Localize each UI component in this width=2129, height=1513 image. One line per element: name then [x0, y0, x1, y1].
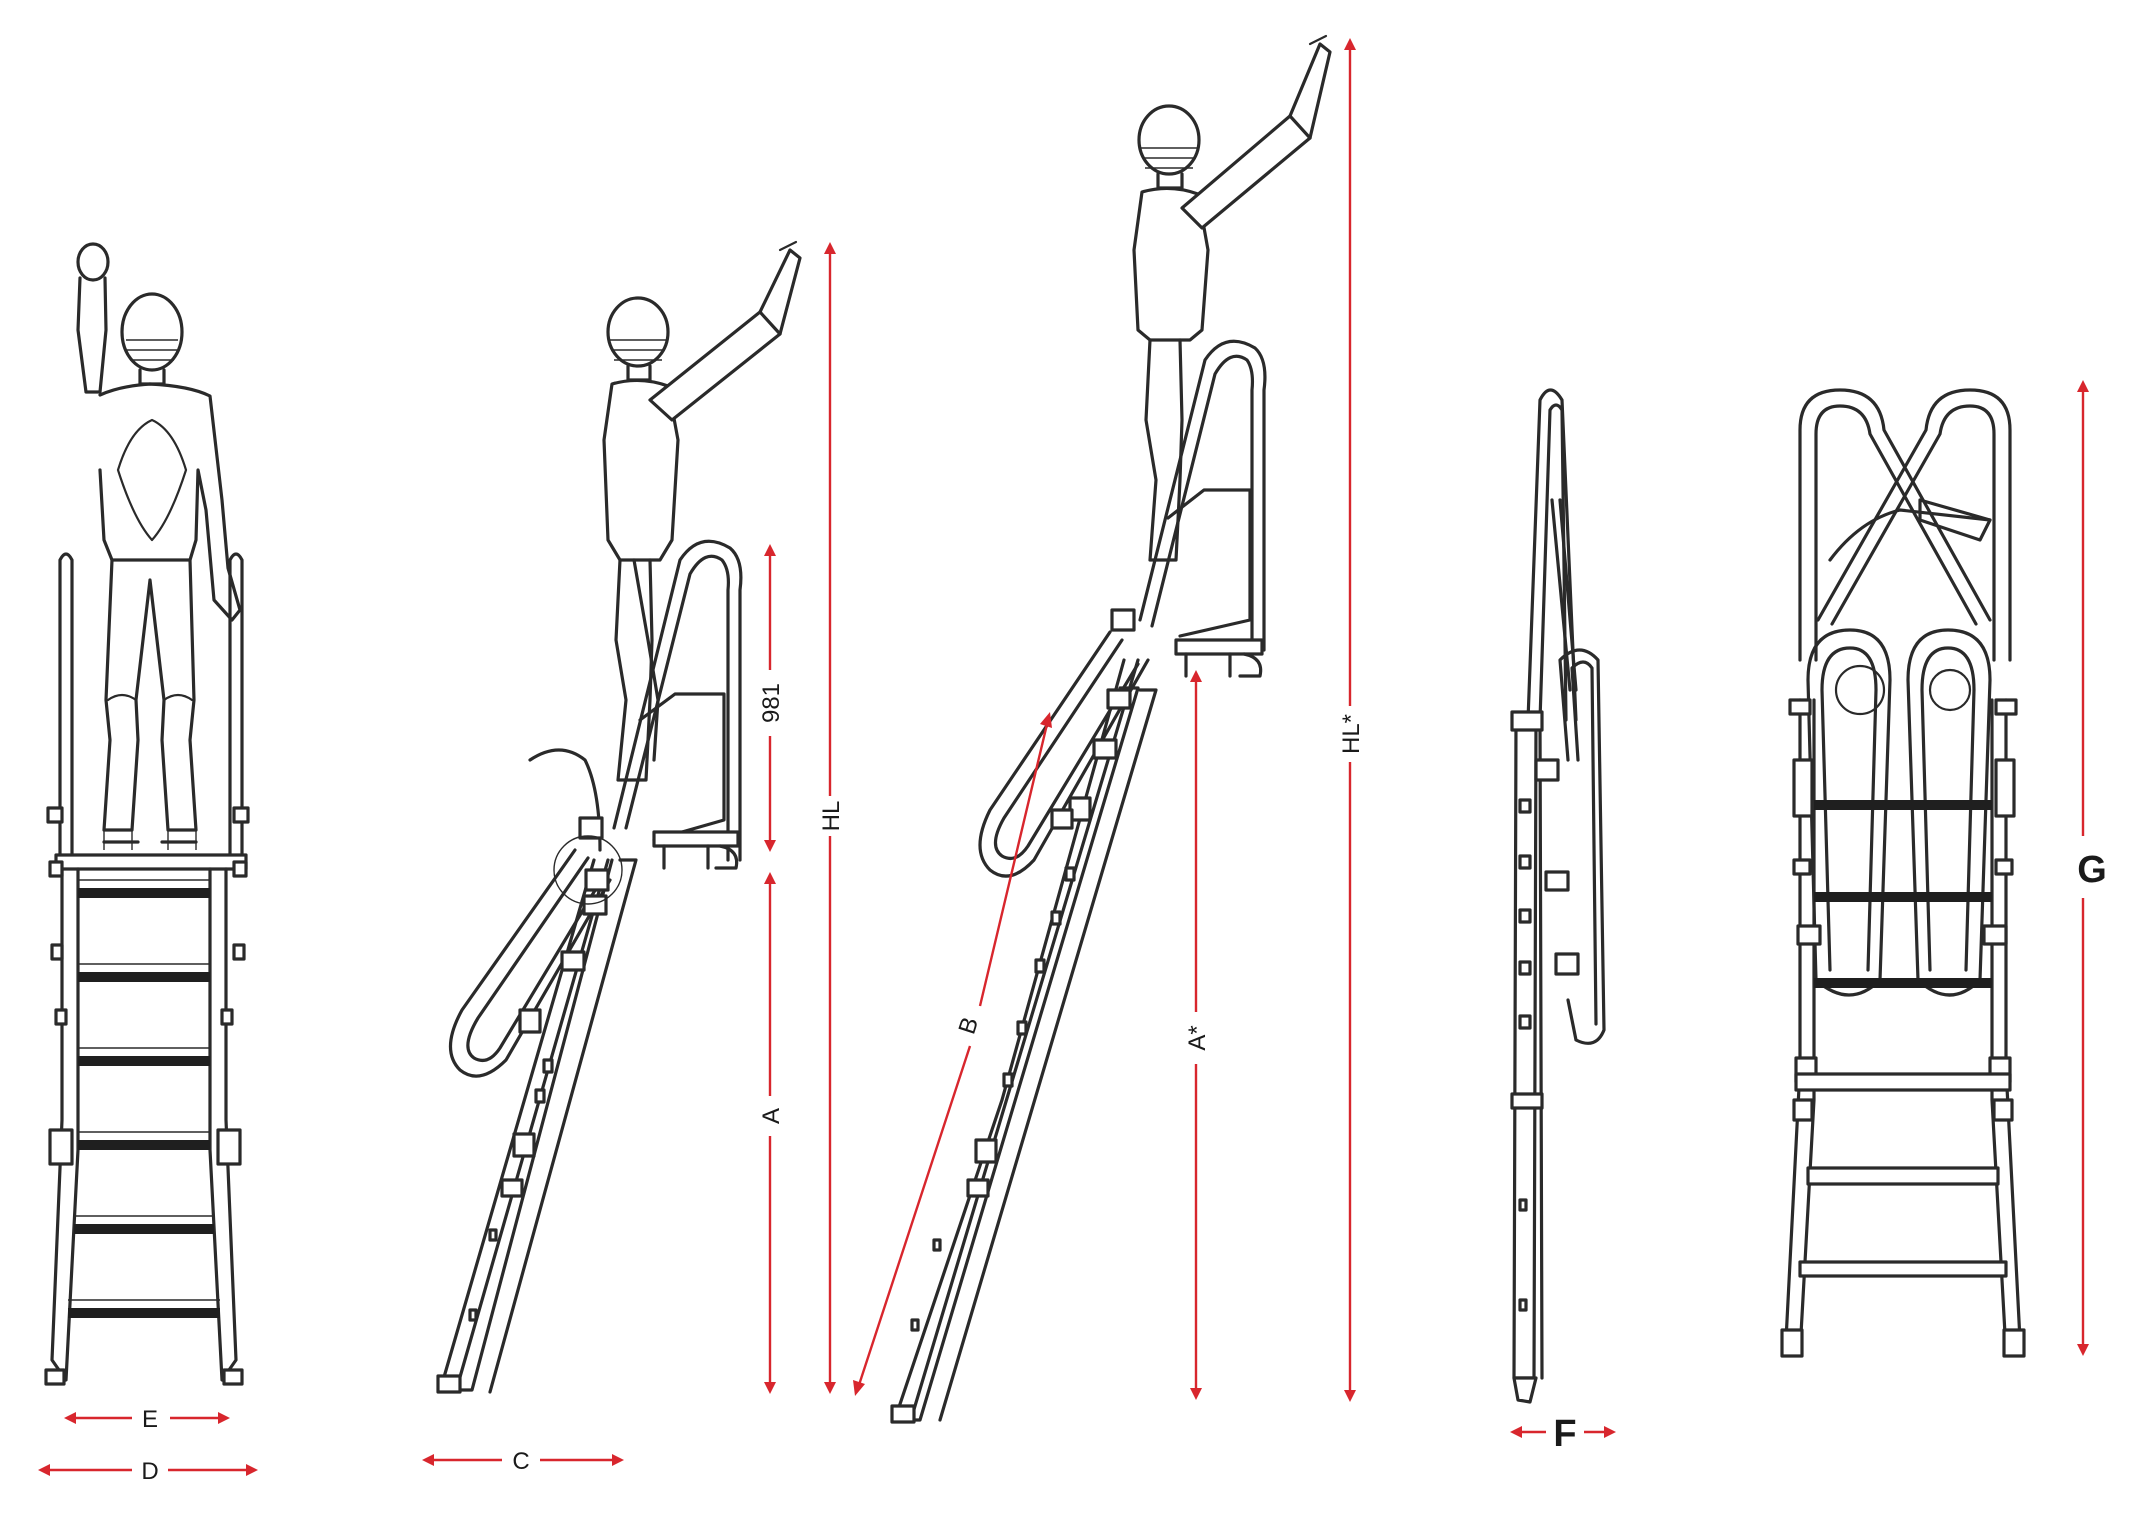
- label-a: A: [758, 1108, 785, 1124]
- dimension-hl: HL: [818, 242, 845, 1394]
- dimension-d: D: [38, 1458, 258, 1485]
- dimension-a-star: A*: [1184, 670, 1211, 1400]
- dimension-e: E: [64, 1406, 230, 1433]
- label-d: D: [141, 1458, 158, 1485]
- dimension-981: 981: [758, 544, 785, 852]
- folded-front-view-ladder: [1780, 388, 2026, 1358]
- dimension-a: A: [758, 872, 785, 1394]
- label-a-star: A*: [1184, 1025, 1211, 1050]
- side-view-ladder: [436, 240, 802, 1394]
- side-view-extended-figure: [1132, 34, 1332, 562]
- folded-side-view-ladder: [1510, 388, 1606, 1404]
- label-f: F: [1553, 1413, 1576, 1455]
- dimension-b: B: [853, 712, 1052, 1396]
- label-c: C: [512, 1448, 529, 1475]
- dimension-lines: E D C 981: [38, 38, 2107, 1485]
- dimension-c: C: [422, 1448, 624, 1475]
- label-e: E: [142, 1406, 158, 1433]
- label-b: B: [954, 1014, 985, 1038]
- side-view-figure: [602, 240, 802, 782]
- label-hl-star: HL*: [1338, 714, 1365, 754]
- dimension-g: G: [2077, 380, 2107, 1356]
- label-hl: HL: [818, 801, 845, 832]
- label-g: G: [2077, 849, 2107, 891]
- dimension-f: F: [1510, 1413, 1616, 1455]
- label-981: 981: [758, 683, 785, 723]
- dimension-hl-star: HL*: [1338, 38, 1365, 1402]
- front-view-ladder: [44, 242, 250, 1386]
- front-view-figure: [76, 242, 242, 850]
- side-view-extended-ladder: [890, 34, 1332, 1424]
